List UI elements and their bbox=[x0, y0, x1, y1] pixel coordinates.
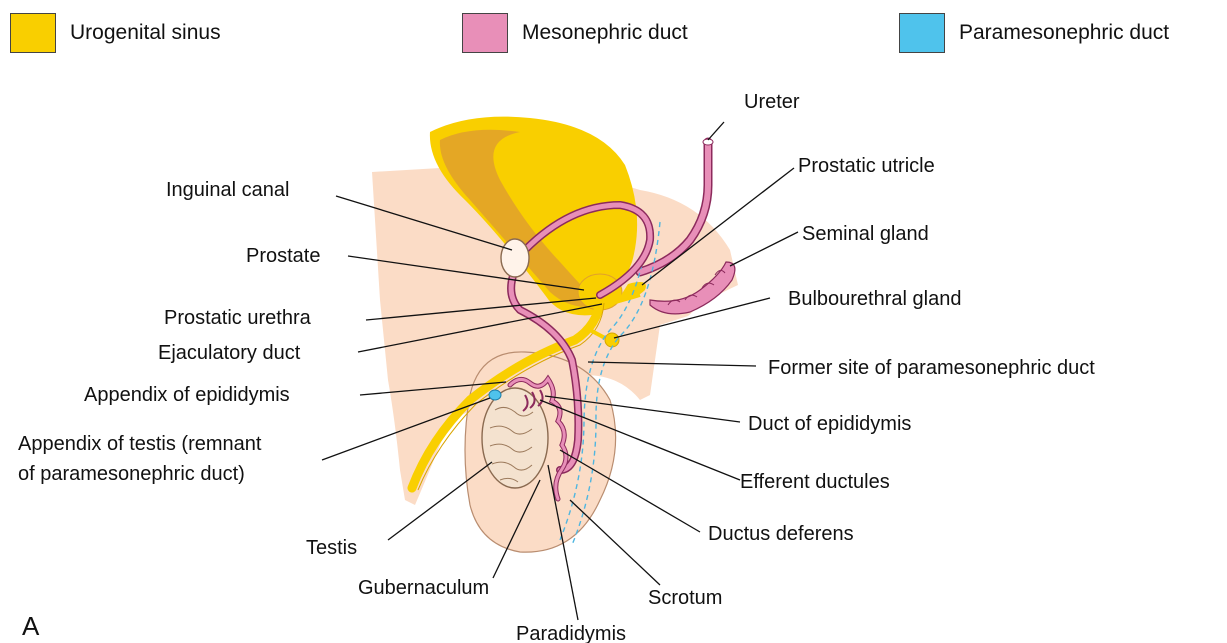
label-efferent-ductules: Efferent ductules bbox=[740, 471, 890, 493]
appendix-of-testis-shape bbox=[489, 390, 501, 400]
label-scrotum: Scrotum bbox=[648, 587, 722, 609]
label-prostate: Prostate bbox=[246, 245, 320, 267]
label-ejaculatory-duct: Ejaculatory duct bbox=[158, 342, 301, 364]
label-bulbourethral-gland: Bulbourethral gland bbox=[788, 288, 961, 310]
label-ureter: Ureter bbox=[744, 91, 800, 113]
label-prostatic-urethra: Prostatic urethra bbox=[164, 307, 312, 329]
label-ductus-deferens: Ductus deferens bbox=[708, 523, 854, 545]
label-duct-of-epididymis: Duct of epididymis bbox=[748, 413, 911, 435]
label-inguinal-canal: Inguinal canal bbox=[166, 179, 289, 201]
label-appendix-of-epididymis: Appendix of epididymis bbox=[84, 384, 290, 406]
label-prostatic-utricle: Prostatic utricle bbox=[798, 155, 935, 177]
label-appendix-of-testis-line1: Appendix of testis (remnant bbox=[18, 433, 262, 455]
label-seminal-gland: Seminal gland bbox=[802, 223, 929, 245]
label-gubernaculum: Gubernaculum bbox=[358, 577, 489, 599]
inguinal-canal-ring bbox=[501, 239, 529, 277]
label-former-site: Former site of paramesonephric duct bbox=[768, 357, 1095, 379]
testis-shape bbox=[482, 388, 548, 488]
label-paradidymis: Paradidymis bbox=[516, 623, 626, 643]
label-testis: Testis bbox=[306, 537, 357, 559]
panel-letter: A bbox=[22, 611, 40, 641]
label-appendix-of-testis-line2: of paramesonephric duct) bbox=[18, 463, 245, 485]
